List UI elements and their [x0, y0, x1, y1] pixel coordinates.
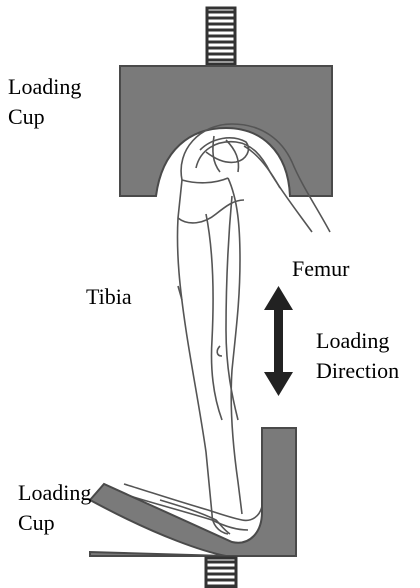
bottom-loading-cup [90, 428, 296, 556]
femur-label: Femur [292, 254, 349, 284]
bottom-threaded-rod [206, 558, 236, 588]
top-cup-label-line2: Cup [8, 102, 81, 132]
tibia-label: Tibia [86, 282, 132, 312]
bottom-loading-cup-label: Loading Cup [18, 478, 91, 538]
direction-label-line2: Direction [316, 356, 399, 386]
bottom-cup-label-line2: Cup [18, 508, 91, 538]
direction-label-line1: Loading [316, 326, 399, 356]
loading-direction-label: Loading Direction [316, 326, 399, 386]
top-loading-cup-label: Loading Cup [8, 72, 81, 132]
bottom-cup-label-line1: Loading [18, 478, 91, 508]
tibia-outline [177, 178, 244, 514]
top-cup-label-line1: Loading [8, 72, 81, 102]
top-threaded-rod [207, 8, 235, 64]
loading-direction-arrow [264, 286, 293, 396]
top-loading-cup [120, 66, 332, 196]
